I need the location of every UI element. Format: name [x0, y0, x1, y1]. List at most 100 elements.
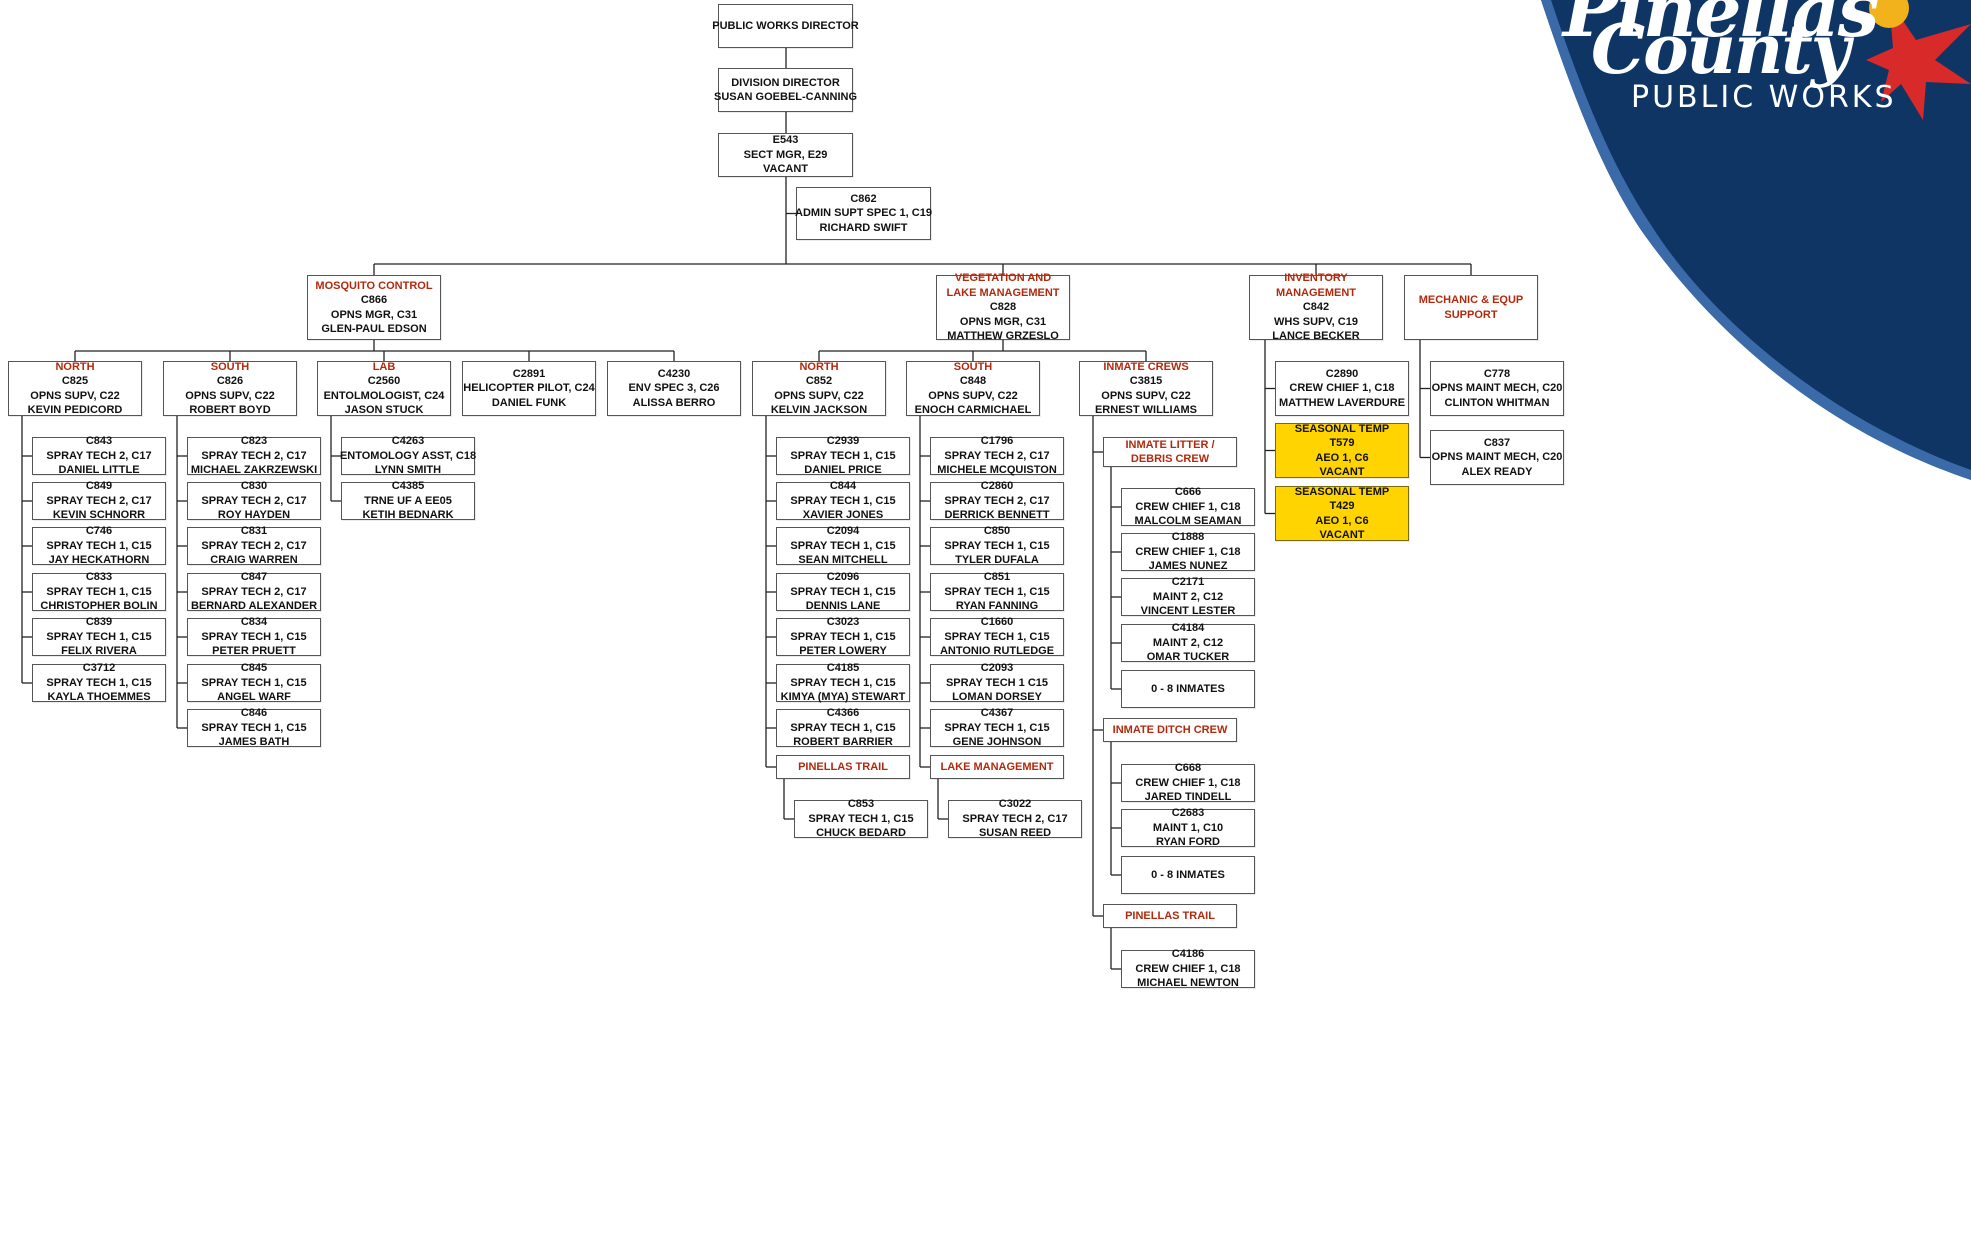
org-box-line: C668 [1174, 762, 1202, 775]
org-box-line: CREW CHIEF 1, C18 [1289, 382, 1395, 395]
org-box-heading: NORTH [799, 360, 839, 373]
org-box-heading: INMATE LITTER / DEBRIS CREW [1125, 438, 1215, 466]
org-box-line: PUBLIC WORKS DIRECTOR [712, 19, 859, 32]
org-box-line: C2683 [1171, 807, 1205, 820]
org-box-line: KEVIN PEDICORD [27, 404, 123, 416]
org-box-line: LANCE BECKER [1272, 330, 1360, 343]
org-box-vnpt: PINELLAS TRAIL [776, 755, 910, 779]
org-box-line: ROBERT BOYD [189, 404, 271, 416]
org-box-line: 0 - 8 INMATES [1151, 868, 1225, 881]
org-box-line: LOMAN DORSEY [952, 691, 1042, 704]
org-box-line: C837 [1483, 436, 1511, 449]
org-box-line: KEVIN SCHNORR [52, 509, 146, 522]
org-box-line: OPNS SUPV, C22 [30, 389, 120, 402]
org-box-line: C4186 [1171, 948, 1205, 961]
org-box-line: C2093 [980, 662, 1014, 675]
org-box-line: C848 [959, 375, 987, 387]
org-box-line: C853 [847, 798, 875, 811]
org-box-line: C2939 [826, 435, 860, 448]
org-box-heading: SOUTH [210, 360, 250, 373]
org-box-line: CREW CHIEF 1, C18 [1135, 776, 1241, 789]
org-box-line: C851 [983, 571, 1011, 584]
org-box-line: WHS SUPV, C19 [1274, 315, 1358, 328]
org-box-line: CLINTON WHITMAN [1444, 396, 1550, 409]
org-box-line: FELIX RIVERA [61, 645, 137, 658]
org-box-line: JAMES NUNEZ [1148, 560, 1228, 573]
org-box-line: C2860 [980, 480, 1014, 493]
org-box-line: DANIEL PRICE [804, 464, 882, 477]
org-box-line: C847 [240, 571, 268, 584]
org-box-line: CREW CHIEF 1, C18 [1135, 545, 1241, 558]
org-box-line: SPRAY TECH 1, C15 [46, 539, 152, 552]
org-box-line: MAINT 2, C12 [1152, 590, 1224, 603]
org-box-line: C833 [85, 571, 113, 584]
pinellas-county-public-works-logo: Pinellas County PUBLIC WORKS [1411, 0, 1971, 480]
org-box-line: SPRAY TECH 1, C15 [46, 630, 152, 643]
org-box-line: VACANT [1319, 466, 1365, 478]
org-box-line: DANIEL LITTLE [58, 464, 140, 477]
org-box-line: SPRAY TECH 1, C15 [46, 585, 152, 598]
org-box-line: C831 [240, 525, 268, 538]
org-box-line: OPNS SUPV, C22 [774, 389, 864, 402]
org-box-heading: PINELLAS TRAIL [798, 760, 888, 773]
org-box-heading: INVENTORY MANAGEMENT [1275, 272, 1357, 299]
org-box-line: MAINT 2, C12 [1152, 636, 1224, 649]
org-box-line: KELVIN JACKSON [770, 404, 868, 416]
org-box-line: C2890 [1325, 367, 1359, 380]
org-box-line: SPRAY TECH 1, C15 [944, 630, 1050, 643]
org-box-line: HELICOPTER PILOT, C24 [463, 382, 595, 395]
org-box-divdir: DIVISION DIRECTOR SUSAN GOEBEL-CANNING [714, 68, 857, 112]
org-box-line: C850 [983, 525, 1011, 538]
org-box-line: C825 [61, 375, 89, 387]
org-box-line: SPRAY TECH 2, C17 [944, 494, 1050, 507]
org-box-ipt: PINELLAS TRAIL [1103, 904, 1237, 928]
org-box-line: ERNEST WILLIAMS [1094, 404, 1198, 416]
org-box-line: OPNS SUPV, C22 [1101, 389, 1191, 402]
org-box-line: C4366 [826, 707, 860, 720]
org-box-line: GLEN-PAUL EDSON [321, 323, 427, 335]
org-box-line: SUSAN GOEBEL-CANNING [714, 91, 858, 103]
org-box-line: DIVISION DIRECTOR [731, 76, 840, 89]
org-box-ild5: 0 - 8 INMATES [1121, 670, 1255, 708]
org-box-line: SPRAY TECH 1, C15 [790, 494, 896, 507]
org-box-line: C2094 [826, 525, 860, 538]
org-box-line: C4367 [980, 707, 1014, 720]
org-box-line: E543 [772, 134, 799, 147]
org-box-line: PETER LOWERY [799, 645, 887, 658]
org-box-line: ENTOMOLOGY ASST, C18 [339, 449, 477, 462]
org-box-ild: INMATE LITTER / DEBRIS CREW [1103, 437, 1237, 467]
org-box-line: C4230 [657, 367, 691, 380]
org-box-line: JAY HECKATHORN [48, 554, 150, 567]
org-box-heading: LAB [372, 360, 396, 373]
org-box-line: PETER PRUETT [212, 645, 296, 658]
org-box-line: BERNARD ALEXANDER [190, 600, 318, 613]
org-box-line: JARED TINDELL [1144, 791, 1232, 804]
org-box-line: C842 [1302, 301, 1330, 314]
org-box-line: KAYLA THOEMMES [47, 691, 151, 704]
org-box-line: SPRAY TECH 2, C17 [46, 449, 152, 462]
org-box-line: RICHARD SWIFT [819, 221, 908, 234]
org-box-line: DENNIS LANE [805, 600, 881, 613]
org-box-line: SPRAY TECH 1 C15 [945, 676, 1049, 689]
org-box-line: C666 [1174, 486, 1202, 499]
